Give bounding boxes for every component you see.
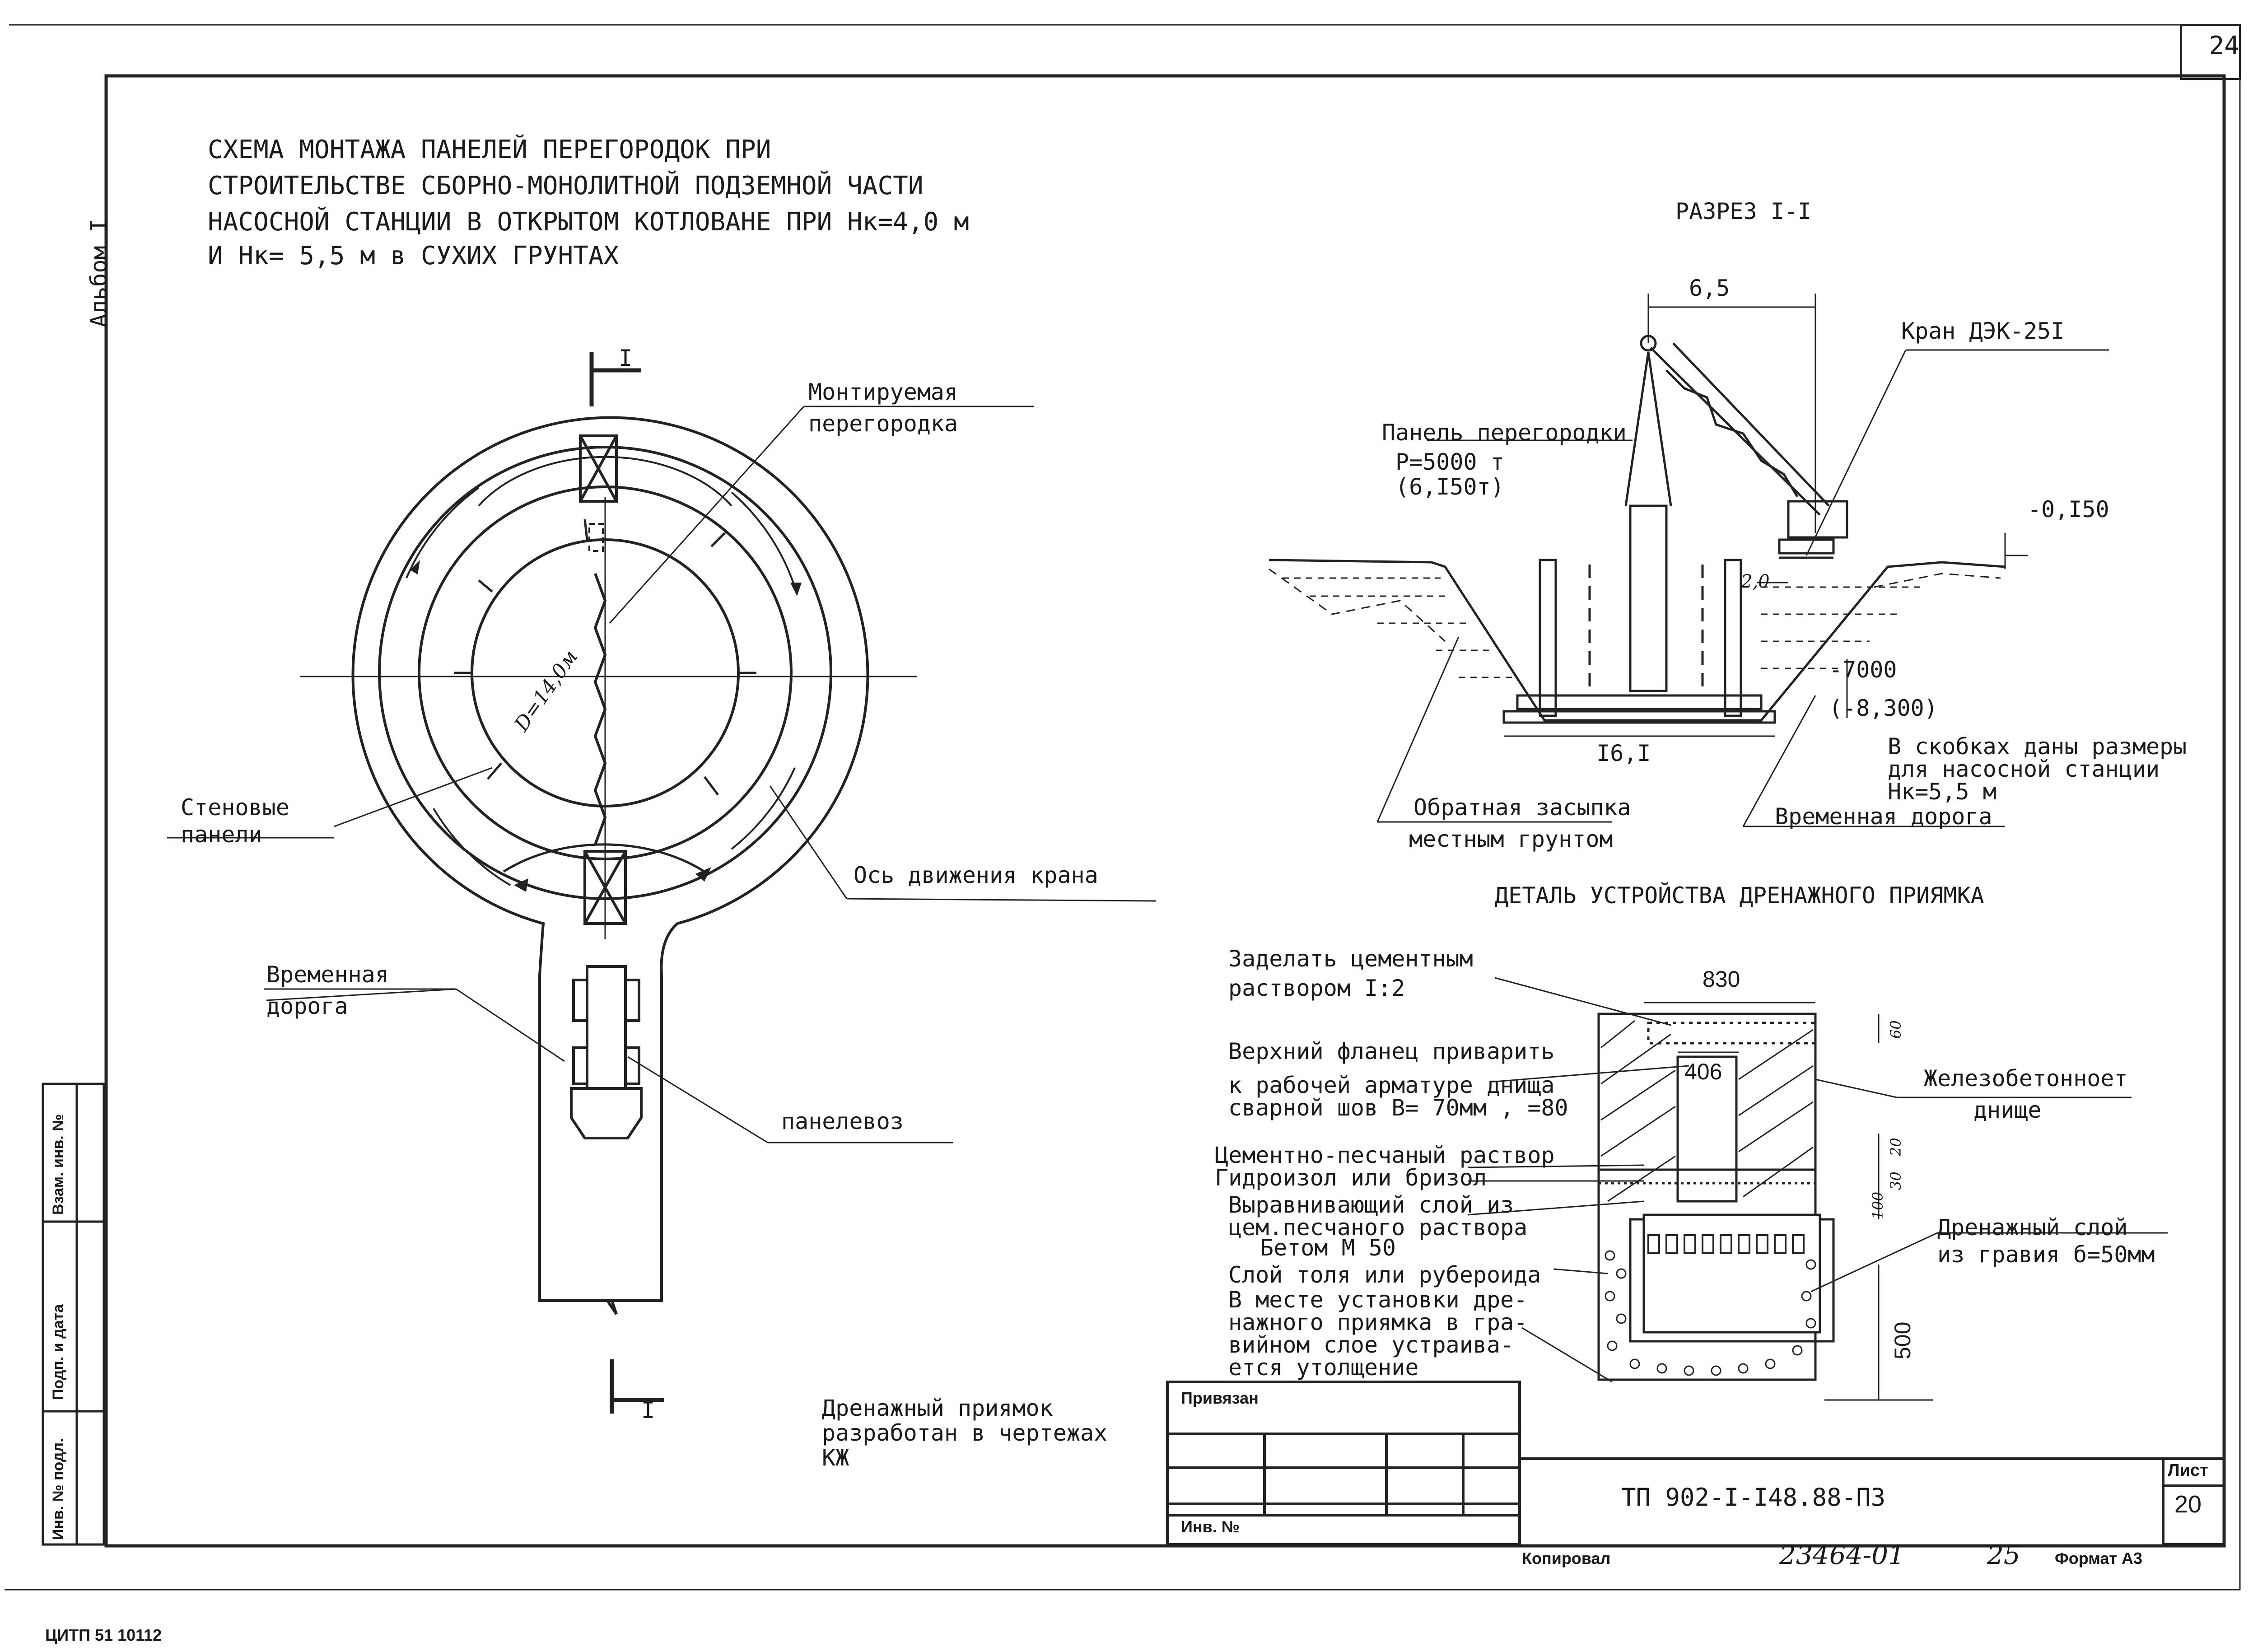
list-number: 20 [2174, 1491, 2202, 1518]
leveling-label-1: Выравнивающий слой из [1228, 1192, 1514, 1218]
panel-label-2: Р=5000 т [1395, 449, 1504, 475]
dim-20: 20 [1887, 1138, 1904, 1156]
rc-bottom-2: днище [1973, 1097, 2042, 1123]
copied-label: Копировал [1522, 1549, 1611, 1568]
panel-label-3: (6,I50т) [1395, 474, 1504, 500]
list-label: Лист [2168, 1461, 2208, 1480]
drain-layer-1: Дренажный слой [1937, 1214, 2128, 1241]
page-number: 24 [2209, 31, 2239, 61]
mounted-partition-label-1: Монтируемая [808, 379, 958, 405]
brackets-note-2: для насосной станции [1888, 756, 2160, 782]
section-mark-top: I [619, 345, 633, 371]
crane-axis-label: Ось движения крана [854, 862, 1098, 888]
handwritten-page: 25 [1987, 1540, 2020, 1570]
title-line-3: НАСОСНОЙ СТАНЦИИ В ОТКРЫТОМ КОТЛОВАНЕ ПР… [208, 207, 969, 237]
dim-60: 60 [1887, 1020, 1904, 1039]
side-cell-1: Взам. инв. № [50, 1114, 67, 1215]
drain-note-2: разработан в чертежах [822, 1420, 1108, 1446]
detail-title: ДЕТАЛЬ УСТРОЙСТВА ДРЕНАЖНОГО ПРИЯМКА [1495, 882, 1984, 909]
concrete-label: Бетом М 50 [1260, 1235, 1396, 1261]
backfill-2: местным грунтом [1409, 826, 1613, 852]
flange-label-3: сварной шов В= 70мм , =80 [1228, 1095, 1568, 1121]
rc-bottom-1: Железобетонноет [1924, 1065, 2128, 1092]
flange-label-2: к рабочей арматуре днища [1228, 1072, 1555, 1098]
dim-406: 406 [1684, 1059, 1722, 1084]
wall-panels-label-1: Стеновые [181, 794, 289, 821]
tol-label: Слой толя или рубероида [1228, 1262, 1541, 1288]
title-line-1: СХЕМА МОНТАЖА ПАНЕЛЕЙ ПЕРЕГОРОДОК ПРИ [208, 135, 771, 164]
dim-500: 500 [1890, 1321, 1915, 1359]
side-cell-2: Подп. и дата [50, 1304, 67, 1400]
dim-100: 100 [1869, 1191, 1886, 1219]
crane-track-outline [351, 416, 869, 1315]
album-label: Альбом I [86, 219, 112, 327]
inv-no-label: Инв. № [1181, 1517, 1240, 1536]
panel-carrier-label: панелевоз [781, 1108, 904, 1134]
brackets-note-3: Нк=5,5 м [1888, 779, 1996, 805]
title-line-2: СТРОИТЕЛЬСТВЕ СБОРНО-МОНОЛИТНОЙ ПОДЗЕМНО… [208, 171, 924, 201]
temp-road-label-2: дорога [266, 993, 348, 1019]
handwritten-number: 23464-01 [1779, 1540, 1905, 1570]
backfill-1: Обратная засыпка [1413, 794, 1631, 821]
drain-note-3: КЖ [822, 1445, 849, 1471]
excavation-profile [1269, 559, 2006, 722]
mounted-partition-label-2: перегородка [808, 411, 958, 437]
brackets-note-1: В скобках даны размеры [1888, 733, 2187, 760]
panel-label-1: Панель перегородки [1382, 420, 1627, 446]
thickening-label-4: ется утолщение [1228, 1354, 1419, 1381]
wall-panels-label-2: панели [181, 821, 262, 848]
thickening-label-1: В месте установки дре- [1228, 1287, 1528, 1313]
width-16-1: I6,I [1596, 740, 1651, 766]
privyazan-label: Привязан [1181, 1389, 1259, 1407]
flange-label-1: Верхний фланец приварить [1228, 1038, 1555, 1064]
format-label: Формат А3 [2055, 1549, 2143, 1568]
dim-30: 30 [1887, 1171, 1904, 1190]
document-code: ТП 902-I-I48.88-ПЗ [1621, 1483, 1886, 1512]
crane-label: Кран ДЭК-25I [1901, 318, 2065, 344]
section-temp-road: Временная дорога [1775, 803, 1992, 830]
section-title: РАЗРЕЗ I-I [1675, 198, 1812, 224]
level-top: -0,I50 [2028, 496, 2109, 523]
dim-830: 830 [1703, 966, 1740, 992]
leveling-label-2: цем.песчаного раствора [1228, 1214, 1528, 1241]
thickening-label-3: вийном слое устраива- [1228, 1332, 1514, 1358]
drain-note-1: Дренажный приямок [822, 1395, 1053, 1421]
plan-view [167, 352, 1157, 1414]
dim-6-5: 6,5 [1689, 275, 1730, 301]
side-cell-3: Инв. № подл. [50, 1438, 67, 1540]
drain-layer-2: из гравия б=50мм [1937, 1241, 2155, 1268]
sheet-frame [5, 24, 2241, 1591]
hydroisol-label: Гидроизол или бризол [1215, 1165, 1487, 1191]
thickening-label-2: нажного приямка в гра- [1228, 1309, 1528, 1335]
drain-detail [1467, 977, 2168, 1401]
seal-label-2: раствором I:2 [1228, 975, 1405, 1001]
title-line-4: И Нк= 5,5 м в СУХИХ ГРУНТАХ [208, 241, 619, 271]
footer-code: ЦИТП 51 10112 [45, 1626, 162, 1644]
level-bottom-alt: (-8,300) [1829, 695, 1938, 721]
section-mark-bottom: I [641, 1397, 655, 1423]
seal-label-1: Заделать цементным [1228, 946, 1473, 972]
title-block [1166, 1381, 2225, 1546]
side-stamp [42, 1083, 105, 1546]
dim-2-0: 2,0 [1741, 571, 1770, 592]
cement-sand-label: Цементно-песчаный раствор [1215, 1142, 1555, 1168]
temp-road-label-1: Временная [266, 961, 389, 988]
level-bottom: -7000 [1829, 657, 1897, 683]
section-view [1269, 294, 2109, 827]
